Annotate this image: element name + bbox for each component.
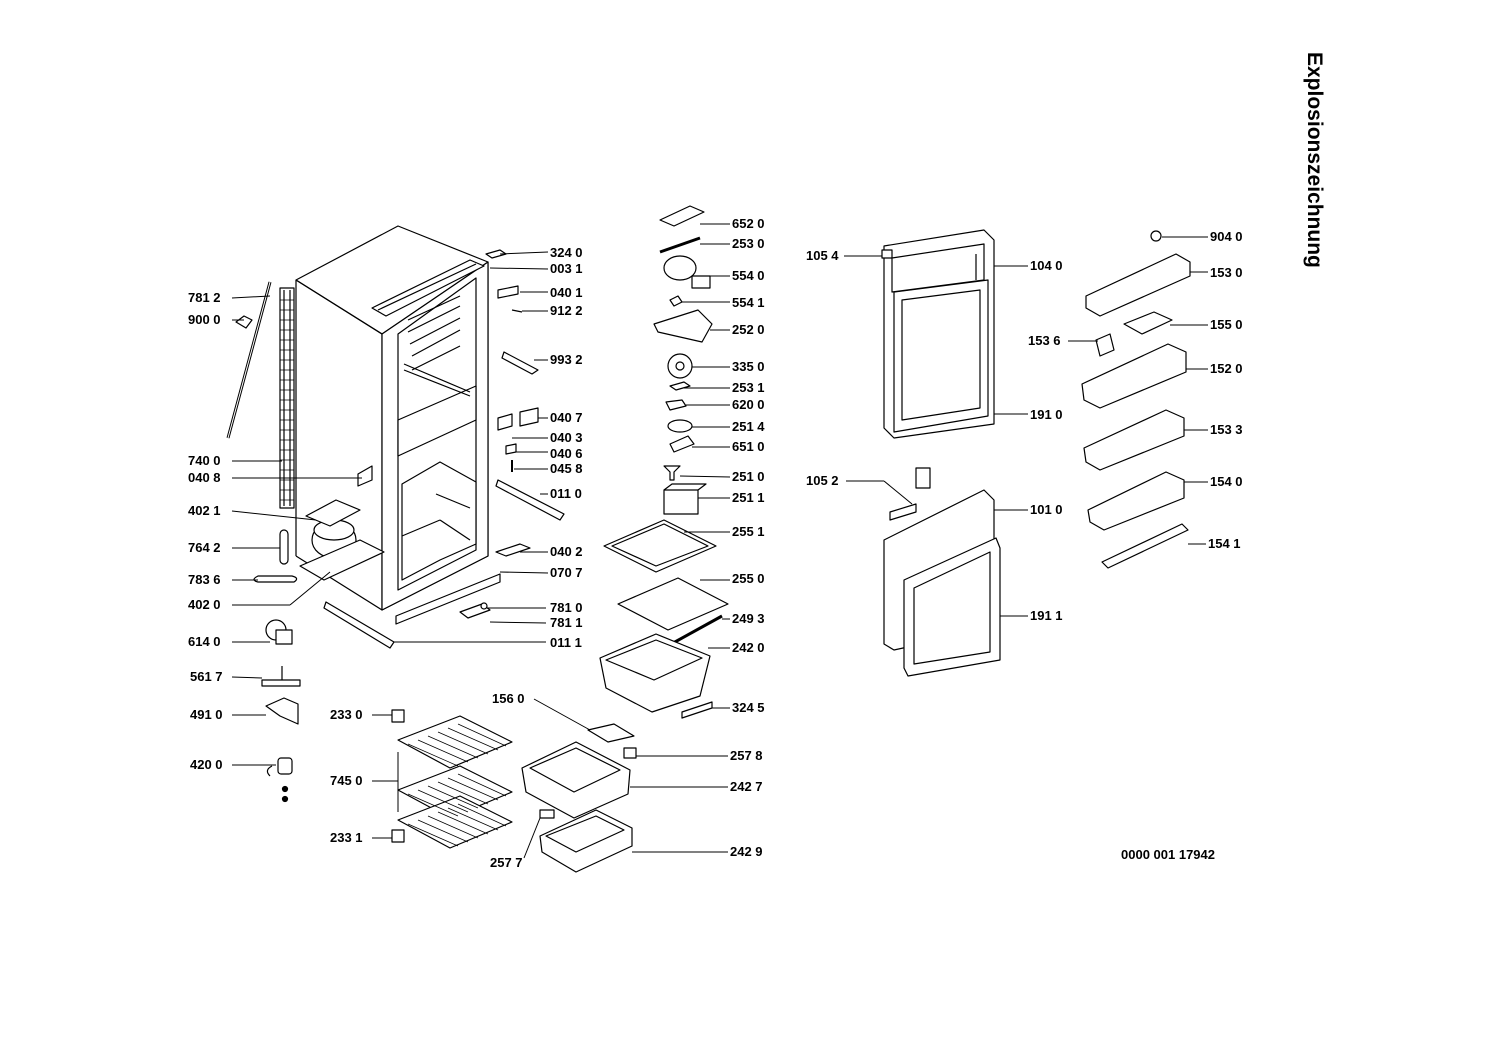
compressor (253, 499, 385, 583)
callout-label: 153 0 (1210, 265, 1243, 280)
callout-label: 003 1 (550, 261, 583, 276)
callout-label: 554 0 (732, 268, 765, 283)
callout-label: 335 0 (732, 359, 765, 374)
callout-label: 045 8 (550, 461, 583, 476)
callout-label: 040 7 (550, 410, 583, 425)
thermostat-parts (653, 205, 713, 515)
callout-label: 912 2 (550, 303, 583, 318)
callout-label: 402 0 (188, 597, 221, 612)
callout-label: 251 0 (732, 469, 765, 484)
callout-label: 011 1 (550, 635, 582, 650)
callout-label: 040 1 (550, 285, 583, 300)
document-number: 0000 001 17942 (1121, 847, 1215, 862)
leader-lines (231, 223, 1208, 859)
freezer-door (883, 467, 1001, 677)
callout-label: 993 2 (550, 352, 583, 367)
left-parts (261, 619, 301, 803)
callout-label: 191 0 (1030, 407, 1063, 422)
fridge-door (881, 229, 995, 439)
callout-label: 156 0 (492, 691, 525, 706)
cabinet-body (295, 225, 489, 611)
callout-label: 242 9 (730, 844, 763, 859)
callout-label: 255 1 (732, 524, 765, 539)
callout-label: 651 0 (732, 439, 765, 454)
callout-label: 105 2 (806, 473, 839, 488)
callout-label: 040 2 (550, 544, 583, 559)
callout-label: 242 7 (730, 779, 763, 794)
callout-label: 783 6 (188, 572, 221, 587)
callout-label: 155 0 (1210, 317, 1243, 332)
callout-label: 781 2 (188, 290, 221, 305)
callout-label: 255 0 (732, 571, 765, 586)
callout-label: 252 0 (732, 322, 765, 337)
callout-label: 152 0 (1210, 361, 1243, 376)
callout-label: 420 0 (190, 757, 223, 772)
cabinet-brackets (323, 249, 565, 649)
callout-label: 614 0 (188, 634, 221, 649)
callout-label: 154 1 (1208, 536, 1241, 551)
callout-label: 402 1 (188, 503, 221, 518)
callout-label: 154 0 (1210, 474, 1243, 489)
callout-label: 040 6 (550, 446, 583, 461)
freezer-grids (391, 709, 513, 849)
callout-label: 104 0 (1030, 258, 1063, 273)
callout-label: 781 1 (550, 615, 583, 630)
callout-label: 105 4 (806, 248, 839, 263)
callout-label: 324 0 (550, 245, 583, 260)
callout-label: 745 0 (330, 773, 363, 788)
callout-label: 070 7 (550, 565, 583, 580)
callout-label: 253 1 (732, 380, 765, 395)
callout-label: 253 0 (732, 236, 765, 251)
door-bins (1081, 230, 1191, 569)
callout-label: 740 0 (188, 453, 221, 468)
callout-label: 324 5 (732, 700, 765, 715)
callout-label: 251 1 (732, 490, 765, 505)
callout-label: 257 8 (730, 748, 763, 763)
callout-label: 249 3 (732, 611, 765, 626)
shelves-and-crispers (521, 519, 729, 873)
callout-label: 554 1 (732, 295, 765, 310)
callout-label: 233 0 (330, 707, 363, 722)
callout-label: 011 0 (550, 486, 582, 501)
callout-label: 257 7 (490, 855, 523, 870)
callout-label: 153 3 (1210, 422, 1243, 437)
callout-label: 101 0 (1030, 502, 1063, 517)
callout-label: 251 4 (732, 419, 765, 434)
callout-label: 561 7 (190, 669, 223, 684)
callout-label: 904 0 (1210, 229, 1243, 244)
callout-label: 191 1 (1030, 608, 1063, 623)
condenser (226, 281, 295, 509)
callout-label: 491 0 (190, 707, 223, 722)
callout-label: 153 6 (1028, 333, 1061, 348)
callout-label: 652 0 (732, 216, 765, 231)
callout-label: 781 0 (550, 600, 583, 615)
callout-label: 764 2 (188, 540, 221, 555)
callout-label: 242 0 (732, 640, 765, 655)
callout-label: 040 3 (550, 430, 583, 445)
callout-label: 900 0 (188, 312, 221, 327)
callout-label: 040 8 (188, 470, 221, 485)
callout-label: 233 1 (330, 830, 363, 845)
callout-label: 620 0 (732, 397, 765, 412)
